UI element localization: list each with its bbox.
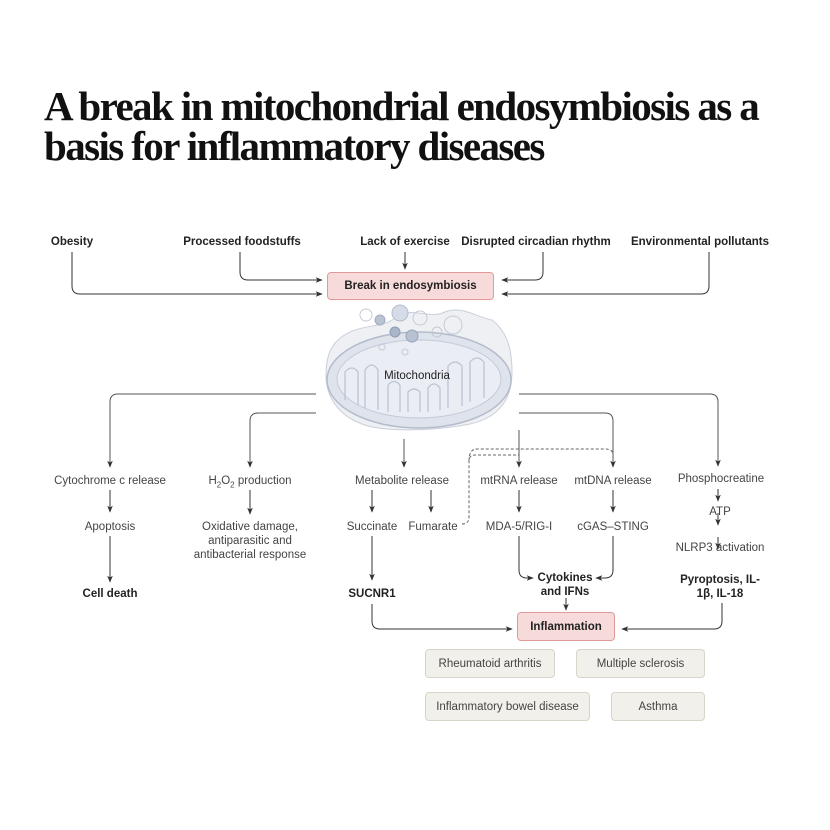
- mda5-rig-i: MDA-5/RIG-I: [485, 521, 553, 533]
- h2o2-production: H2O2 production: [208, 474, 291, 492]
- cell-death: Cell death: [82, 588, 138, 600]
- mtdna-release: mtDNA release: [574, 475, 652, 487]
- disease-inflammatory-bowel-disease: Inflammatory bowel disease: [425, 692, 590, 721]
- h2o2-sub1: 2: [216, 480, 222, 490]
- arrow-obesity: [71, 252, 323, 297]
- cytochrome-c-release: Cytochrome c release: [54, 475, 166, 487]
- break-in-endosymbiosis-box: Break in endosymbiosis: [327, 272, 494, 300]
- mitochondria-illustration: [325, 304, 513, 431]
- mtrna-release: mtRNA release: [480, 475, 558, 487]
- figure-title: A break in mitochondrial endosymbiosis a…: [44, 83, 760, 169]
- inflammation-label: Inflammation: [530, 620, 602, 633]
- dashed-fumarate-link: [461, 454, 519, 525]
- metabolite-release: Metabolite release: [355, 475, 449, 487]
- sucnr1: SUCNR1: [348, 588, 396, 600]
- arrow-h2o2: [247, 412, 316, 468]
- phosphocreatine: Phosphocreatine: [677, 473, 765, 485]
- arrow-processed-foodstuffs: [239, 252, 323, 283]
- disease-label: Multiple sclerosis: [596, 657, 685, 670]
- arrow-disrupted-circadian: [501, 252, 544, 283]
- arrow-phosphocreatine: [519, 393, 721, 467]
- h2o2-rest: production: [234, 475, 292, 487]
- cause-environmental-pollutants: Environmental pollutants: [630, 236, 770, 248]
- cause-disrupted-circadian-rhythm: Disrupted circadian rhythm: [461, 236, 611, 248]
- disease-label: Inflammatory bowel disease: [436, 700, 579, 713]
- oxidative-damage: Oxidative damage, antiparasitic and anti…: [193, 521, 307, 561]
- cause-obesity: Obesity: [50, 236, 94, 248]
- fumarate: Fumarate: [408, 521, 458, 533]
- arrow-pyroptosis-inflammation: [621, 603, 723, 632]
- succinate: Succinate: [346, 521, 398, 533]
- disease-label: Asthma: [638, 700, 678, 713]
- inflammation-box: Inflammation: [517, 612, 615, 641]
- arrow-cgas-cytokines: [595, 536, 614, 581]
- mitochondria-label: Mitochondria: [384, 370, 450, 382]
- h2o2-h: H: [208, 475, 217, 487]
- atp: ATP: [709, 506, 731, 518]
- arrow-mda5-cytokines: [518, 536, 534, 581]
- arrow-cytochrome: [107, 393, 316, 468]
- apoptosis: Apoptosis: [84, 521, 136, 533]
- break-in-endosymbiosis-label: Break in endosymbiosis: [344, 280, 477, 292]
- arrow-environmental-pollutants: [501, 252, 710, 297]
- cause-lack-of-exercise: Lack of exercise: [360, 236, 450, 248]
- pyroptosis-il1b-il18: Pyroptosis, IL-1β, IL-18: [680, 574, 760, 600]
- arrow-mtdna: [519, 412, 616, 468]
- disease-asthma: Asthma: [611, 692, 705, 721]
- cgas-sting: cGAS–STING: [577, 521, 649, 533]
- h2o2-o: O: [221, 475, 231, 487]
- disease-label: Rheumatoid arthritis: [438, 657, 542, 670]
- h2o2-sub2: 2: [230, 480, 235, 490]
- nlrp3-activation: NLRP3 activation: [675, 542, 765, 554]
- cytokines-and-ifns: Cytokines and IFNs: [537, 572, 593, 598]
- arrow-sucnr1-inflammation: [371, 604, 513, 632]
- disease-multiple-sclerosis: Multiple sclerosis: [576, 649, 705, 678]
- cause-processed-foodstuffs: Processed foodstuffs: [183, 236, 301, 248]
- disease-rheumatoid-arthritis: Rheumatoid arthritis: [425, 649, 555, 678]
